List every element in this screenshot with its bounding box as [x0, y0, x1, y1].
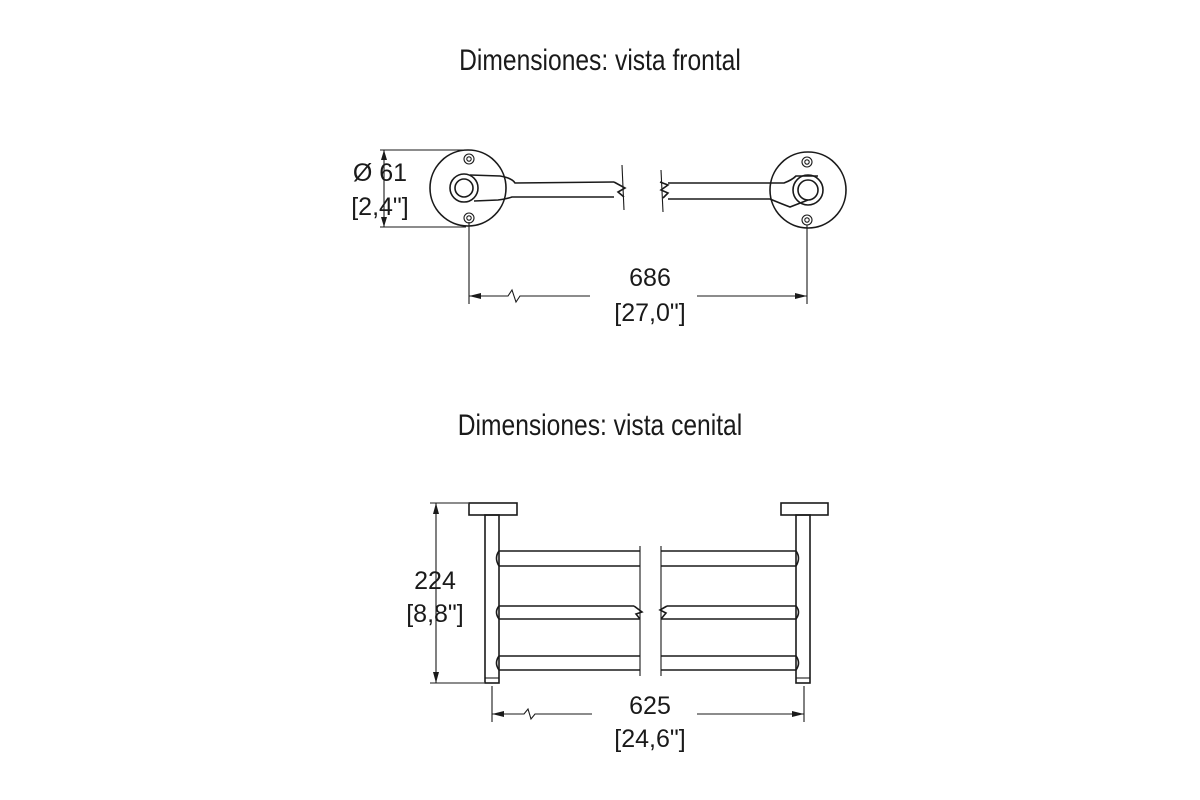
depth-in-label: [8,8"]: [406, 600, 464, 628]
right-arm: [659, 169, 818, 213]
rails-right: [658, 546, 800, 676]
left-arm: [469, 164, 627, 211]
front-view-drawing: [380, 149, 847, 304]
depth-mm-label: 224: [414, 567, 456, 595]
length-in-label: [27,0"]: [614, 299, 686, 327]
length-dimension: [468, 222, 808, 304]
top-view-drawing: [430, 502, 829, 722]
length-mm-label: 686: [629, 264, 671, 292]
width-dimension: [491, 686, 805, 722]
right-post: [780, 502, 829, 684]
right-flange: [769, 151, 847, 229]
left-flange: [429, 149, 507, 227]
rails-left: [495, 546, 644, 676]
diameter-mm-label: Ø 61: [352, 159, 408, 187]
width-in-label: [24,6"]: [614, 725, 686, 753]
diameter-dimension: [380, 149, 466, 228]
top-view-title: Dimensiones: vista cenital: [457, 409, 743, 442]
front-view-title: Dimensiones: vista frontal: [459, 44, 741, 77]
width-mm-label: 625: [629, 692, 671, 720]
left-post: [468, 502, 518, 684]
diameter-in-label: [2,4"]: [351, 193, 409, 221]
depth-dimension: [430, 502, 484, 684]
